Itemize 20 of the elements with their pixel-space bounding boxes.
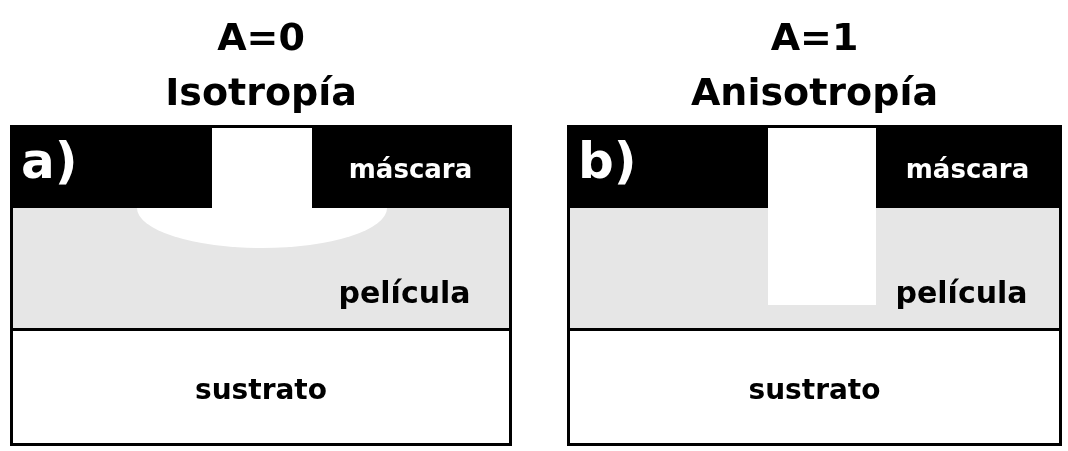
panel-letter: b)	[578, 136, 637, 186]
film-layer	[570, 208, 1059, 331]
panel-letter: a)	[21, 136, 78, 186]
parameter-heading: A=0	[216, 18, 306, 56]
panel-heading: Anisotropía	[689, 73, 940, 111]
mask-block	[312, 128, 509, 208]
mask-block	[570, 128, 768, 208]
layer-label: sustrato	[194, 376, 328, 404]
mask-block	[13, 128, 212, 208]
panel-heading: Isotropía	[164, 73, 358, 111]
layer-label: sustrato	[747, 376, 882, 404]
parameter-heading: A=1	[769, 18, 860, 56]
layer-label: película	[895, 278, 1028, 308]
mask-block	[876, 128, 1059, 208]
etched-cavity	[137, 208, 387, 248]
layer-label: película	[338, 278, 471, 308]
film-layer	[13, 208, 509, 331]
etched-trench	[768, 208, 876, 305]
layer-label: máscara	[347, 156, 474, 182]
layer-label: máscara	[904, 156, 1031, 182]
